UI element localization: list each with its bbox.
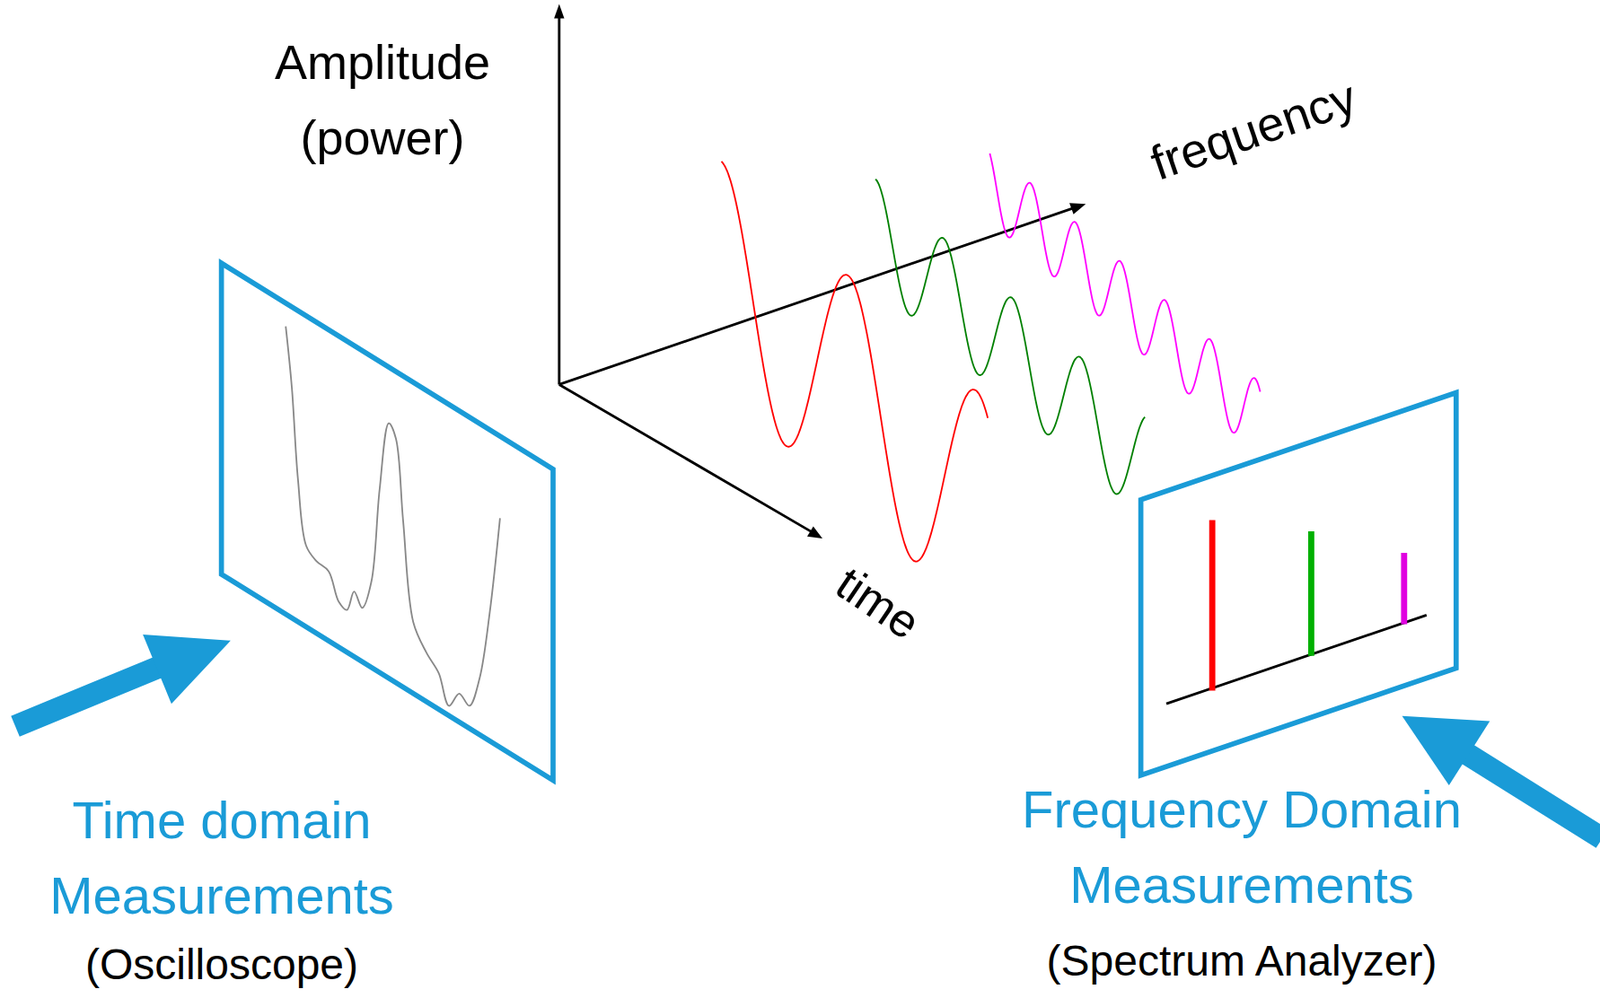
- frequency-baseline: [1166, 615, 1427, 704]
- caption: Time domain Measurements: [10, 782, 433, 934]
- arrowhead: [553, 4, 564, 19]
- amplitude-axis: [557, 12, 561, 386]
- time-trace: [285, 326, 501, 707]
- caption: Frequency Domain Measurements: [972, 772, 1512, 924]
- view-arrow: [1457, 747, 1600, 839]
- sine-wave: [989, 153, 1260, 433]
- arrowhead: [1069, 202, 1086, 215]
- arrowhead: [807, 526, 823, 539]
- waves: [721, 153, 1261, 563]
- spectral-line: [1209, 520, 1216, 692]
- axes: [559, 12, 1077, 535]
- sine-wave: [875, 179, 1145, 495]
- axis-label: frequency: [1107, 55, 1399, 204]
- spectral-line: [1400, 553, 1407, 625]
- caption-note: (Spectrum Analyzer): [1008, 935, 1476, 988]
- arrowhead: [142, 634, 231, 704]
- spectral-line: [1308, 531, 1315, 657]
- sine-wave: [721, 161, 989, 563]
- time-axis: [559, 384, 815, 534]
- illustration-group: [15, 4, 1600, 840]
- axis-label: time: [802, 539, 954, 667]
- arrowhead: [1402, 716, 1491, 786]
- oscilloscope-screen: [221, 263, 554, 781]
- caption-note: (Oscilloscope): [33, 939, 411, 992]
- view-arrow: [15, 660, 174, 727]
- axis-label: Amplitude (power): [229, 25, 536, 176]
